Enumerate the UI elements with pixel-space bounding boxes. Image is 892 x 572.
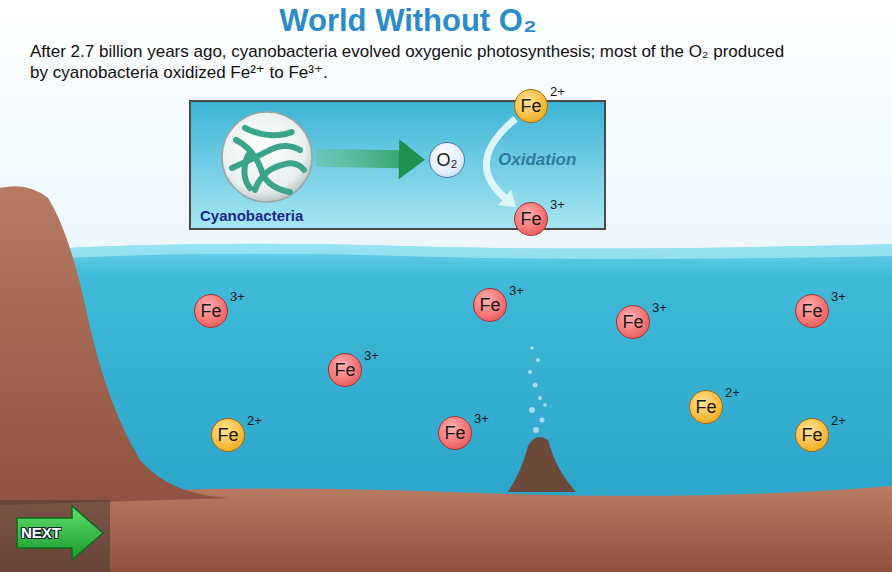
ferric-ion: Fe3+ xyxy=(473,288,507,322)
charge-label: 3+ xyxy=(364,348,379,363)
element-symbol: Fe xyxy=(622,313,643,331)
charge-label: 2+ xyxy=(550,84,565,99)
element-symbol: Fe xyxy=(520,210,541,228)
element-symbol: Fe xyxy=(217,426,238,444)
arrow-outline xyxy=(17,506,103,560)
cyanobacteria-filaments xyxy=(232,128,304,192)
water-surface xyxy=(30,244,892,260)
cliff xyxy=(0,186,230,505)
element-symbol: Fe xyxy=(479,296,500,314)
ferric-ion: Fe3+ xyxy=(795,294,829,328)
ferric-ion: Fe3+ xyxy=(514,202,548,236)
charge-label: 2+ xyxy=(831,413,846,428)
element-symbol: Fe xyxy=(801,302,822,320)
organism-label: Cyanobacteria xyxy=(200,207,303,224)
charge-label: 3+ xyxy=(550,197,565,212)
next-button: NEXT xyxy=(16,505,104,561)
ferrous-ion: Fe2+ xyxy=(689,390,723,424)
description-text: After 2.7 billion years ago, cyanobacter… xyxy=(30,41,800,83)
arrowhead xyxy=(399,139,425,179)
element-symbol: Fe xyxy=(334,361,355,379)
cyanobacteria-circle: Cyanobacteria xyxy=(222,112,312,202)
ferrous-ion: Fe2+ xyxy=(211,418,245,452)
process-label: Oxidation xyxy=(498,150,576,170)
ferric-ion: Fe3+ xyxy=(616,305,650,339)
button-label: NEXT xyxy=(21,524,61,541)
element-symbol: Fe xyxy=(444,424,465,442)
charge-label: 3+ xyxy=(509,283,524,298)
ferric-ion: Fe3+ xyxy=(438,416,472,450)
bubbles xyxy=(528,346,547,433)
charge-label: 2+ xyxy=(247,413,262,428)
element-symbol: Fe xyxy=(200,302,221,320)
oxygen-molecule: O₂ xyxy=(429,142,465,178)
charge-label: 2+ xyxy=(725,385,740,400)
arrowhead xyxy=(498,190,516,207)
charge-label: 3+ xyxy=(474,411,489,426)
element-symbol: Fe xyxy=(695,398,716,416)
cyanobacteria-picture xyxy=(222,112,312,202)
element-symbol: O₂ xyxy=(437,151,458,169)
charge-label: 3+ xyxy=(831,289,846,304)
production-arrow xyxy=(316,139,425,179)
arrow-shaft xyxy=(316,158,400,159)
title: World Without O₂ xyxy=(0,3,816,39)
element-symbol: Fe xyxy=(801,426,822,444)
ferric-ion: Fe3+ xyxy=(194,294,228,328)
charge-label: 3+ xyxy=(652,300,667,315)
ferric-ion: Fe3+ xyxy=(328,353,362,387)
element-symbol: Fe xyxy=(520,97,541,115)
ferrous-ion: Fe2+ xyxy=(514,89,548,123)
hydrothermal-vent xyxy=(508,437,576,492)
ferrous-ion: Fe2+ xyxy=(795,418,829,452)
charge-label: 3+ xyxy=(230,289,245,304)
button-backdrop xyxy=(0,500,110,572)
